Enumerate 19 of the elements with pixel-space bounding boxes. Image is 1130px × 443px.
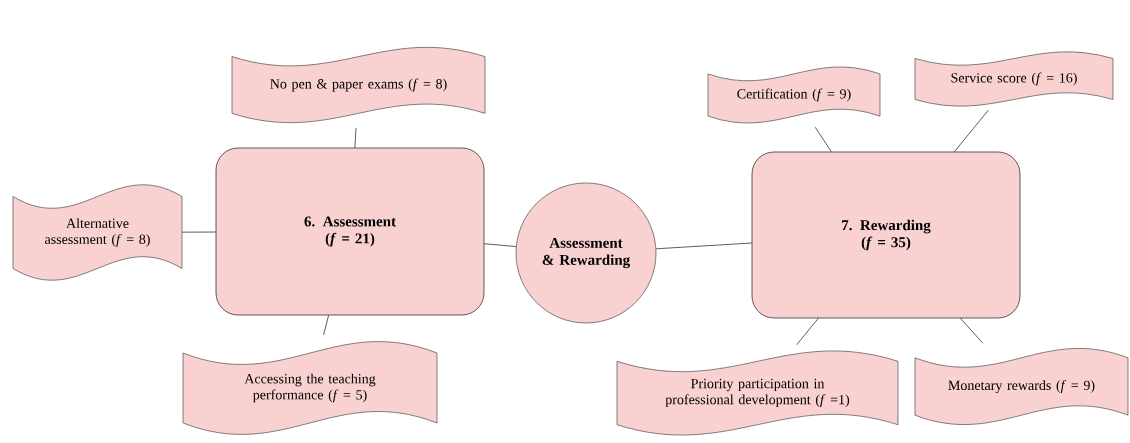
wave-banner: Accessing the teaching performance (f = 5) — [182, 341, 438, 435]
connector-line — [959, 317, 983, 344]
connector-line — [655, 242, 753, 250]
connector-line — [354, 127, 357, 149]
rounded-box: 6. Assessment (f = 21) — [215, 147, 485, 316]
connector-line — [181, 231, 217, 233]
connector-line — [483, 243, 517, 247]
wave-banner: Alternative assessment (f = 8) — [12, 184, 183, 281]
connector-line — [323, 314, 329, 336]
wave-banner: Monetary rewards (f = 9) — [914, 348, 1129, 425]
connector-line — [796, 317, 819, 346]
connector-line — [814, 126, 832, 153]
wave-banner: Priority participation in professional development (f =1) — [616, 350, 899, 436]
wave-banner: No pen & paper exams (f = 8) — [231, 47, 486, 123]
connector-line — [953, 109, 989, 153]
rounded-box: 7. Rewarding (f = 35) — [751, 151, 1021, 319]
wave-banner: Certification (f = 9) — [707, 66, 881, 124]
circle-node: Assessment & Rewarding — [515, 182, 657, 324]
wave-banner: Service score (f = 16) — [914, 51, 1114, 107]
